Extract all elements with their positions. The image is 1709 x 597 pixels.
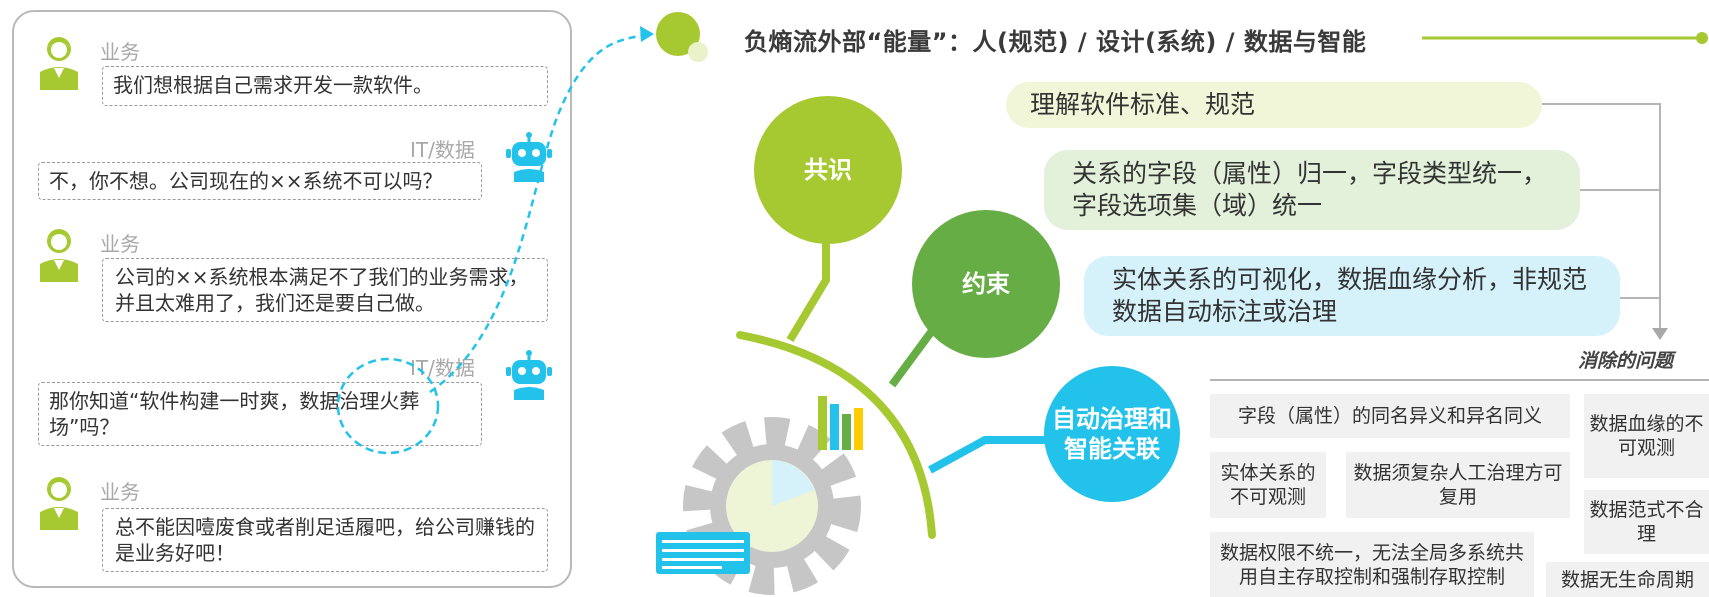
problem-cell: 数据无生命周期 [1546, 562, 1709, 597]
business-person-icon [40, 477, 78, 530]
business-person-icon [40, 229, 78, 282]
speaker-label: IT/数据 [410, 356, 475, 380]
problem-cell: 实体关系的不可观测 [1210, 452, 1326, 518]
speaker-label: IT/数据 [410, 138, 475, 162]
stem-consensus [786, 228, 830, 343]
problem-label: 消除的问题 [1578, 350, 1674, 372]
problem-cell: 数据须复杂人工治理方可复用 [1346, 452, 1570, 518]
stem-auto [928, 436, 1050, 474]
circle-consensus: 共识 [754, 96, 902, 244]
highlight-circle [336, 357, 440, 455]
speaker-label: 业务 [100, 40, 140, 64]
pill-auto: 实体关系的可视化，数据血缘分析，非规范数据自动标注或治理 [1084, 256, 1620, 336]
chat-bubble: 我们想根据自己需求开发一款软件。 [102, 66, 548, 106]
bar-chart-icon [818, 396, 863, 450]
speaker-label: 业务 [100, 232, 140, 256]
pill-consensus: 理解软件标准、规范 [1006, 82, 1542, 128]
diagram-title: 负熵流外部“能量”：人(规范) / 设计(系统) / 数据与智能 [744, 28, 1367, 56]
problem-cell: 数据血缘的不可观测 [1584, 394, 1709, 478]
chat-bubble: 那你知道“软件构建一时爽，数据治理火葬场”吗？ [38, 382, 482, 446]
problem-cell: 数据范式不合理 [1584, 490, 1709, 554]
chat-panel [12, 10, 572, 588]
chat-bubble: 总不能因噎废食或者削足适履吧，给公司赚钱的是业务好吧！ [102, 508, 548, 572]
arc-line [736, 331, 936, 539]
speaker-label: 业务 [100, 480, 140, 504]
chat-bubble: 不，你不想。公司现在的××系统不可以吗？ [38, 162, 482, 200]
arrow-head [640, 26, 654, 42]
keyboard-icon [656, 532, 750, 574]
business-person-icon [40, 37, 78, 90]
chat-bubble: 公司的××系统根本满足不了我们的业务需求，并且太难用了，我们还是要自己做。 [102, 258, 548, 322]
circle-constraint: 约束 [912, 210, 1060, 358]
pill-constraint: 关系的字段（属性）归一，字段类型统一，字段选项集（域）统一 [1044, 150, 1580, 230]
problem-cell: 数据权限不统一，无法全局多系统共用自主存取控制和强制存取控制 [1210, 532, 1534, 597]
it-robot-icon [506, 350, 552, 400]
circle-auto: 自动治理和智能关联 [1044, 366, 1180, 502]
title-dot [656, 12, 700, 56]
problem-cell: 字段（属性）的同名异义和异名同义 [1210, 394, 1570, 438]
it-robot-icon [506, 132, 552, 182]
